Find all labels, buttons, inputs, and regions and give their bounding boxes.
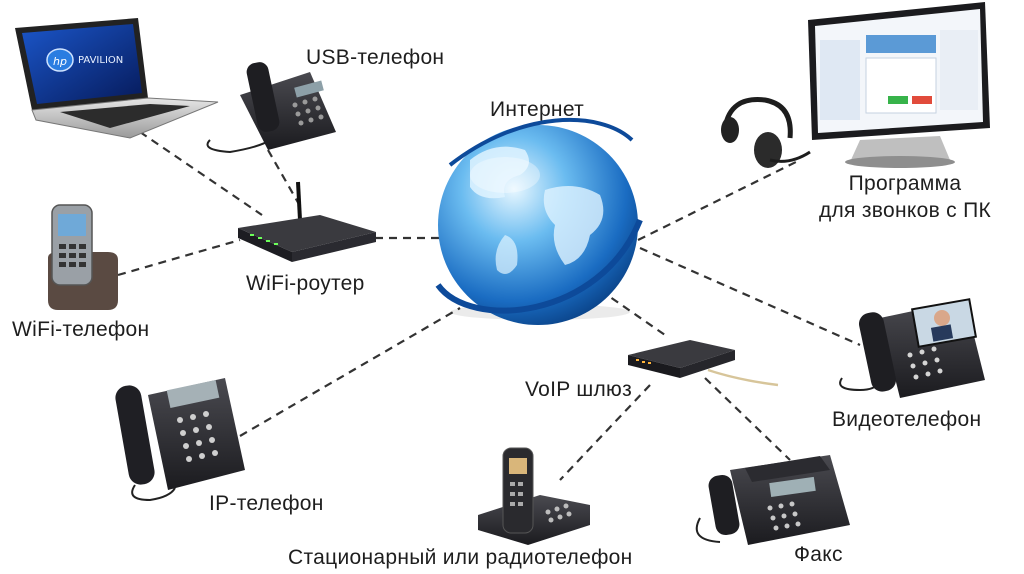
laptop-icon: hp PAVILION xyxy=(15,18,218,138)
label-internet: Интернет xyxy=(490,98,584,122)
monitor-icon xyxy=(808,2,990,168)
headset-icon xyxy=(721,100,810,168)
ip-phone-icon xyxy=(114,378,245,500)
svg-text:hp: hp xyxy=(53,55,67,68)
label-wifi-router: WiFi-роутер xyxy=(246,272,365,296)
wifi-phone-icon xyxy=(48,205,118,310)
laptop-brand-text: PAVILION xyxy=(78,55,123,66)
line-usbphone-router xyxy=(268,150,300,206)
label-pc-program-line2: для звонков с ПК xyxy=(810,199,1000,223)
label-fax: Факс xyxy=(794,543,843,567)
label-voip-gateway: VoIP шлюз xyxy=(525,378,632,402)
label-pc-program: Программа для звонков с ПК xyxy=(810,172,1000,223)
label-usb-phone: USB-телефон xyxy=(306,46,444,70)
line-wifiphone-router xyxy=(118,240,240,275)
label-landline: Стационарный или радиотелефон xyxy=(288,546,633,570)
globe-icon xyxy=(438,120,640,325)
line-laptop-router xyxy=(140,132,262,215)
label-wifi-phone: WiFi-телефон xyxy=(12,318,149,342)
line-internet-pc xyxy=(638,160,800,240)
usb-phone-icon xyxy=(208,60,337,152)
voip-gateway-icon xyxy=(628,340,778,385)
line-ipphone-internet xyxy=(240,308,460,436)
fax-icon xyxy=(697,455,850,545)
label-ip-phone: IP-телефон xyxy=(209,492,324,516)
label-video-phone: Видеотелефон xyxy=(832,408,981,432)
line-internet-videophone xyxy=(640,248,860,345)
video-phone-icon xyxy=(840,299,985,398)
router-icon xyxy=(238,182,376,262)
label-pc-program-line1: Программа xyxy=(810,172,1000,196)
cordless-phone-icon xyxy=(478,448,590,545)
line-gateway-fax xyxy=(705,378,790,460)
